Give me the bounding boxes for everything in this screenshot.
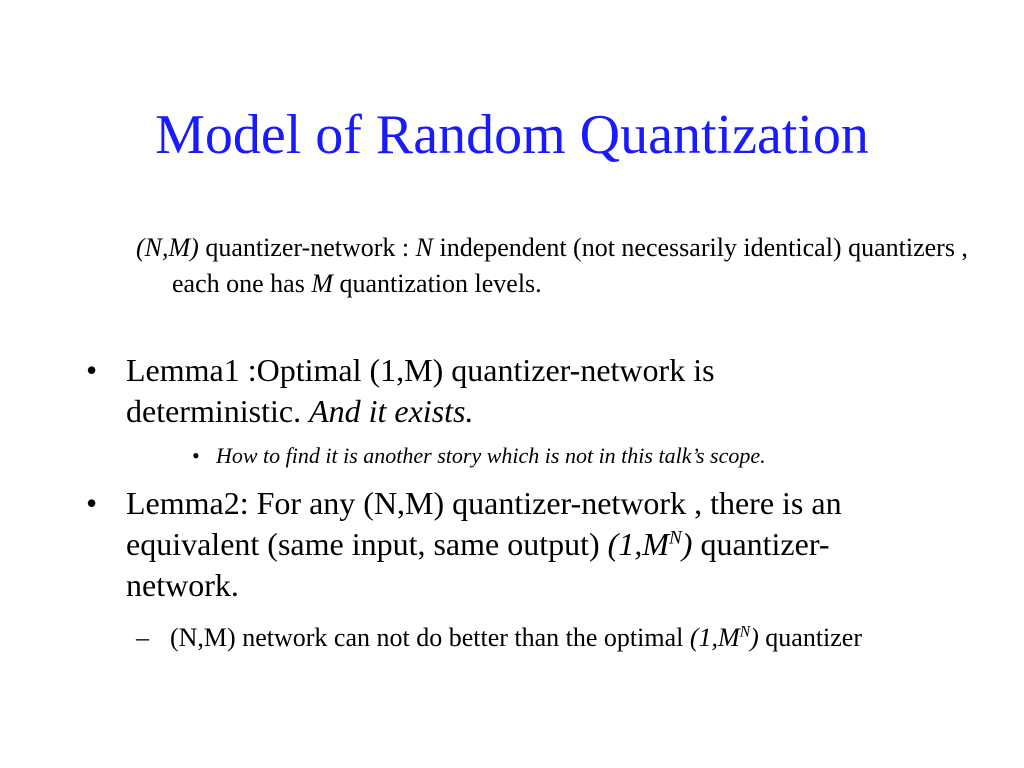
dash-italic-close: ) — [750, 623, 759, 652]
intro-text-1: quantizer-network : — [198, 233, 416, 262]
bullet-lemma1: • Lemma1 :Optimal (1,M) quantizer-network… — [86, 350, 886, 432]
sub-bullet-scope: • How to find it is another story which i… — [192, 442, 766, 470]
lemma2-italic: (1,MN) — [608, 526, 693, 562]
bullet-marker: • — [86, 485, 98, 521]
dash-italic-base: (1,M — [689, 623, 740, 652]
lemma1-italic: And it exists. — [309, 393, 474, 429]
dash-italic: (1,MN) — [690, 623, 759, 652]
dash-item-network: –(N,M) network can not do better than th… — [136, 620, 870, 655]
lemma2-italic-base: (1,M — [607, 526, 669, 562]
bullet-marker: • — [86, 352, 98, 388]
intro-paragraph: (N,M) quantizer-network : N independent … — [136, 230, 972, 302]
dash-marker: – — [136, 623, 149, 652]
lemma2-italic-close: ) — [681, 526, 693, 562]
intro-nm: (N,M) — [136, 233, 199, 262]
lemma2-text: Lemma2: For any (N,M) quantizer-network … — [126, 485, 842, 562]
intro-text-3: quantization levels. — [333, 269, 542, 298]
intro-m: M — [311, 269, 333, 298]
dash-superscript: N — [739, 623, 751, 641]
lemma2-tail: quantizer-network. — [126, 526, 830, 603]
dash-tail: quantizer — [758, 623, 863, 652]
lemma1-text: Lemma1 :Optimal (1,M) quantizer-network … — [126, 352, 715, 429]
bullet-lemma2: • Lemma2: For any (N,M) quantizer-network… — [86, 483, 886, 606]
intro-n: N — [415, 233, 433, 262]
lemma2-superscript: N — [668, 527, 682, 549]
sub-bullet-text: How to find it is another story which is… — [216, 443, 766, 468]
sub-bullet-marker: • — [192, 443, 200, 468]
slide-title: Model of Random Quantization — [155, 104, 869, 166]
intro-text-2: independent (not necessarily identical) … — [172, 233, 968, 298]
dash-text: (N,M) network can not do better than the… — [170, 623, 690, 652]
